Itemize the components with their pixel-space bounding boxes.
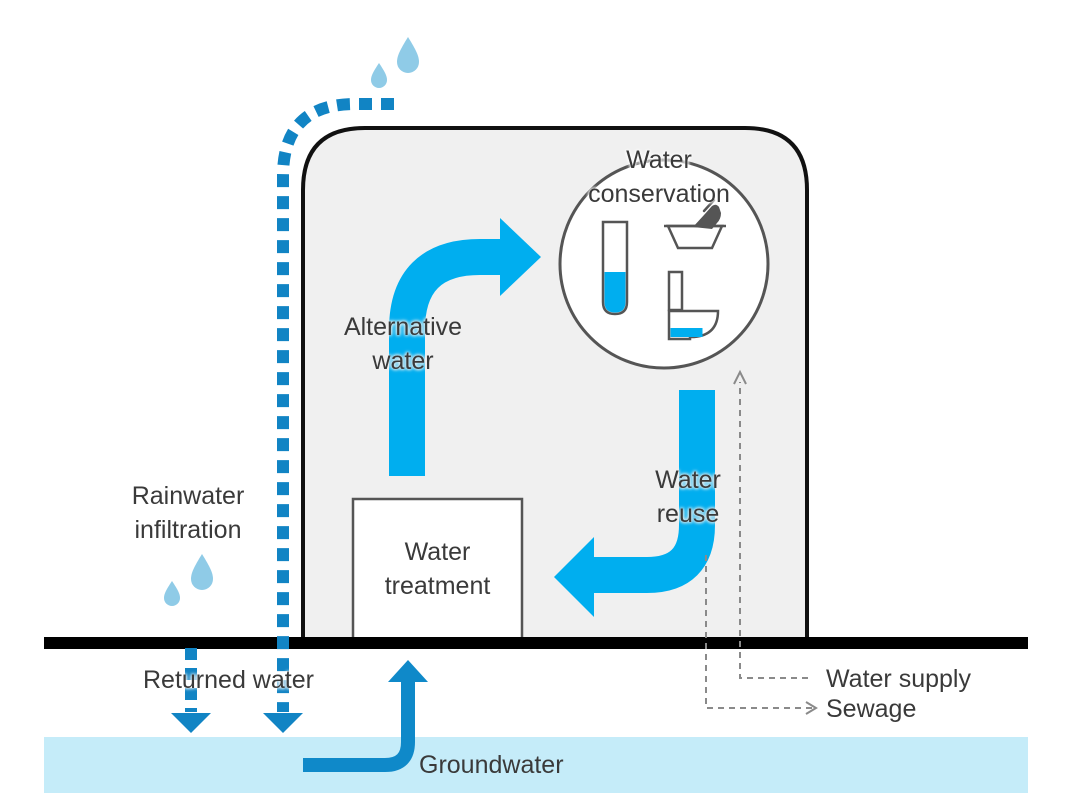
groundwater-band xyxy=(44,737,1028,793)
water-treatment-box xyxy=(351,497,524,643)
water-supply-label: Water supply xyxy=(826,665,971,693)
sewage-dashed-line xyxy=(705,555,812,709)
returned-water-arrowhead xyxy=(171,713,211,733)
water-reuse-line-1: Water xyxy=(655,466,721,494)
hand-wash-basin-icon xyxy=(664,198,726,250)
sewage-label: Sewage xyxy=(826,695,917,723)
rainwater-line-1: Rainwater xyxy=(131,482,245,510)
ground-line xyxy=(44,637,1028,649)
rainwater-dashed-path xyxy=(277,98,394,712)
toilet-icon xyxy=(667,270,720,341)
returned-water-label: Returned water xyxy=(143,666,314,694)
rain-down-arrowhead xyxy=(263,713,303,733)
water-treatment-line-2: treatment xyxy=(384,572,491,600)
water-treatment-line-1: Water xyxy=(404,538,471,566)
groundwater-label: Groundwater xyxy=(419,751,564,779)
groundwater-arrow xyxy=(303,680,415,772)
water-treatment-label: Water treatment xyxy=(353,535,522,603)
water-drop-icon xyxy=(164,37,419,606)
rainwater-infiltration-label: Rainwater infiltration xyxy=(113,479,263,547)
alternative-water-label: Alternative water xyxy=(333,310,473,378)
water-reuse-label: Water reuse xyxy=(638,463,738,531)
alternative-water-line-1: Alternative xyxy=(343,313,463,341)
water-conservation-line-2: conservation xyxy=(588,180,730,208)
test-tube-icon xyxy=(601,220,629,316)
water-conservation-label: Water conservation xyxy=(559,143,759,211)
water-supply-dashed-line xyxy=(739,382,808,679)
alternative-water-line-2: water xyxy=(372,347,434,375)
water-conservation-line-1: Water xyxy=(626,146,692,174)
rainwater-line-2: infiltration xyxy=(134,516,242,544)
water-reuse-arrow xyxy=(592,390,715,593)
water-reuse-line-2: reuse xyxy=(656,500,720,528)
alternative-water-arrow xyxy=(389,239,500,476)
